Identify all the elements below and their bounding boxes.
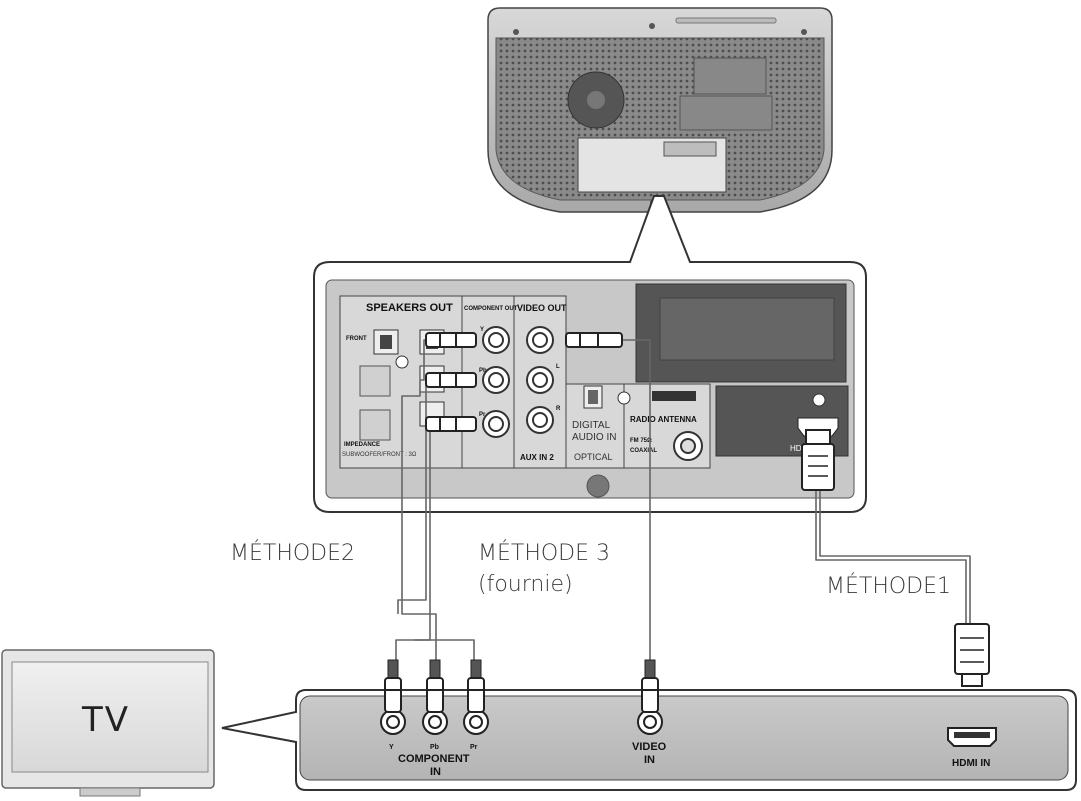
subwoofer-label: SUBWOOFER/FRONT : 3Ω	[342, 452, 417, 458]
fan-hub	[587, 91, 605, 109]
rca-plug	[565, 332, 623, 348]
coaxial-label: COAXIAL	[630, 448, 657, 454]
speakers-out-label: SPEAKERS OUT	[366, 302, 453, 314]
method2-label: MÉTHODE2	[230, 540, 355, 566]
digital-label: DIGITAL	[572, 420, 611, 431]
rca-plug	[641, 677, 659, 713]
tv-stand	[79, 787, 141, 797]
tv-set: TV	[1, 649, 215, 797]
cable-video	[620, 339, 651, 662]
screw-icon	[395, 355, 409, 369]
rca-plug	[467, 677, 485, 713]
jack-y-label: Y	[480, 327, 484, 333]
screw-icon	[513, 29, 519, 35]
method3-label: MÉTHODE 3	[478, 540, 610, 566]
method3-sub-label: (fournie)	[478, 572, 573, 597]
tv-panel	[299, 695, 1069, 781]
tv-jack-pb-label: Pb	[430, 744, 439, 751]
audio-in-label: AUDIO IN	[572, 432, 616, 443]
rca-plug	[425, 416, 477, 432]
video-out-label: VIDEO OUT	[517, 303, 567, 313]
zoom-callout: SPEAKERS OUT COMPONENT OUT VIDEO OUT FRO…	[313, 195, 867, 513]
cable-component-y	[401, 339, 437, 662]
jack-pb-label: Pb	[479, 368, 487, 374]
component-in-label: COMPONENT	[398, 753, 470, 765]
tv-jack-y-label: Y	[389, 744, 394, 751]
tv-screen	[11, 661, 209, 773]
unit-mini-slot	[663, 141, 717, 157]
tv-video-in: VIDEO IN	[632, 659, 667, 766]
tv-jack-pr-label: Pr	[470, 744, 478, 751]
radio-antenna-label: RADIO ANTENNA	[630, 415, 697, 424]
front-label: FRONT	[346, 336, 367, 342]
component-out-jacks: Y Pb Pr	[479, 326, 510, 438]
unit-connector-panel-mini	[577, 137, 727, 193]
screw-icon	[812, 393, 826, 407]
rca-plug	[425, 332, 477, 348]
panel-foot	[586, 474, 610, 498]
aux-in-label: AUX IN 2	[520, 453, 554, 462]
optical-label: OPTICAL	[574, 452, 613, 462]
screw-icon	[801, 29, 807, 35]
panel-slot	[652, 391, 696, 401]
unit-vent-block	[679, 95, 773, 131]
impedance-label: IMPEDANCE	[344, 442, 380, 448]
hdmi-plug	[954, 623, 990, 675]
component-plugs-unit	[425, 332, 477, 432]
unit-vent-block	[693, 57, 767, 95]
cable-hdmi	[819, 490, 971, 624]
rca-plug	[426, 677, 444, 713]
method1-label: MÉTHODE1	[826, 573, 951, 599]
cable-component-split	[414, 639, 475, 662]
video-plug-unit	[565, 332, 623, 348]
video-in-label-2: IN	[644, 754, 655, 766]
jack-l-label: L	[556, 364, 560, 370]
component-out-label: COMPONENT OUT	[464, 306, 518, 312]
speaker-terminal-slot	[380, 335, 392, 349]
unit-rear-view	[487, 7, 833, 213]
hdmi-in-label: HDMI IN	[952, 758, 990, 769]
screw-icon	[617, 391, 631, 405]
rca-plug	[425, 372, 477, 388]
speaker-terminal	[359, 409, 391, 441]
unit-top-slot	[675, 17, 777, 24]
hdmi-plug-unit	[801, 429, 835, 491]
jack-pr-label: Pr	[479, 412, 486, 418]
tv-label: TV	[81, 700, 130, 740]
component-in-label-2: IN	[430, 766, 441, 778]
speaker-terminal	[359, 365, 391, 397]
jack-r-label: R	[556, 406, 561, 412]
tv-component-in: Y Pb Pr COMPONENT IN	[380, 709, 489, 778]
hdmi-plug	[801, 443, 835, 491]
optical-port-slot	[588, 390, 598, 404]
tv-component-plugs	[384, 659, 485, 713]
fm-label: FM 75Ω	[630, 438, 652, 444]
video-in-label: VIDEO	[632, 741, 667, 753]
panel-dark-inset	[659, 297, 835, 361]
rca-plug	[384, 677, 402, 713]
tv-connection-panel: Y Pb Pr COMPONENT IN VIDEO IN	[221, 623, 1077, 791]
video-aux-jacks: L R	[526, 326, 561, 434]
tv-hdmi-in: HDMI IN	[947, 623, 997, 769]
screw-icon	[649, 23, 655, 29]
